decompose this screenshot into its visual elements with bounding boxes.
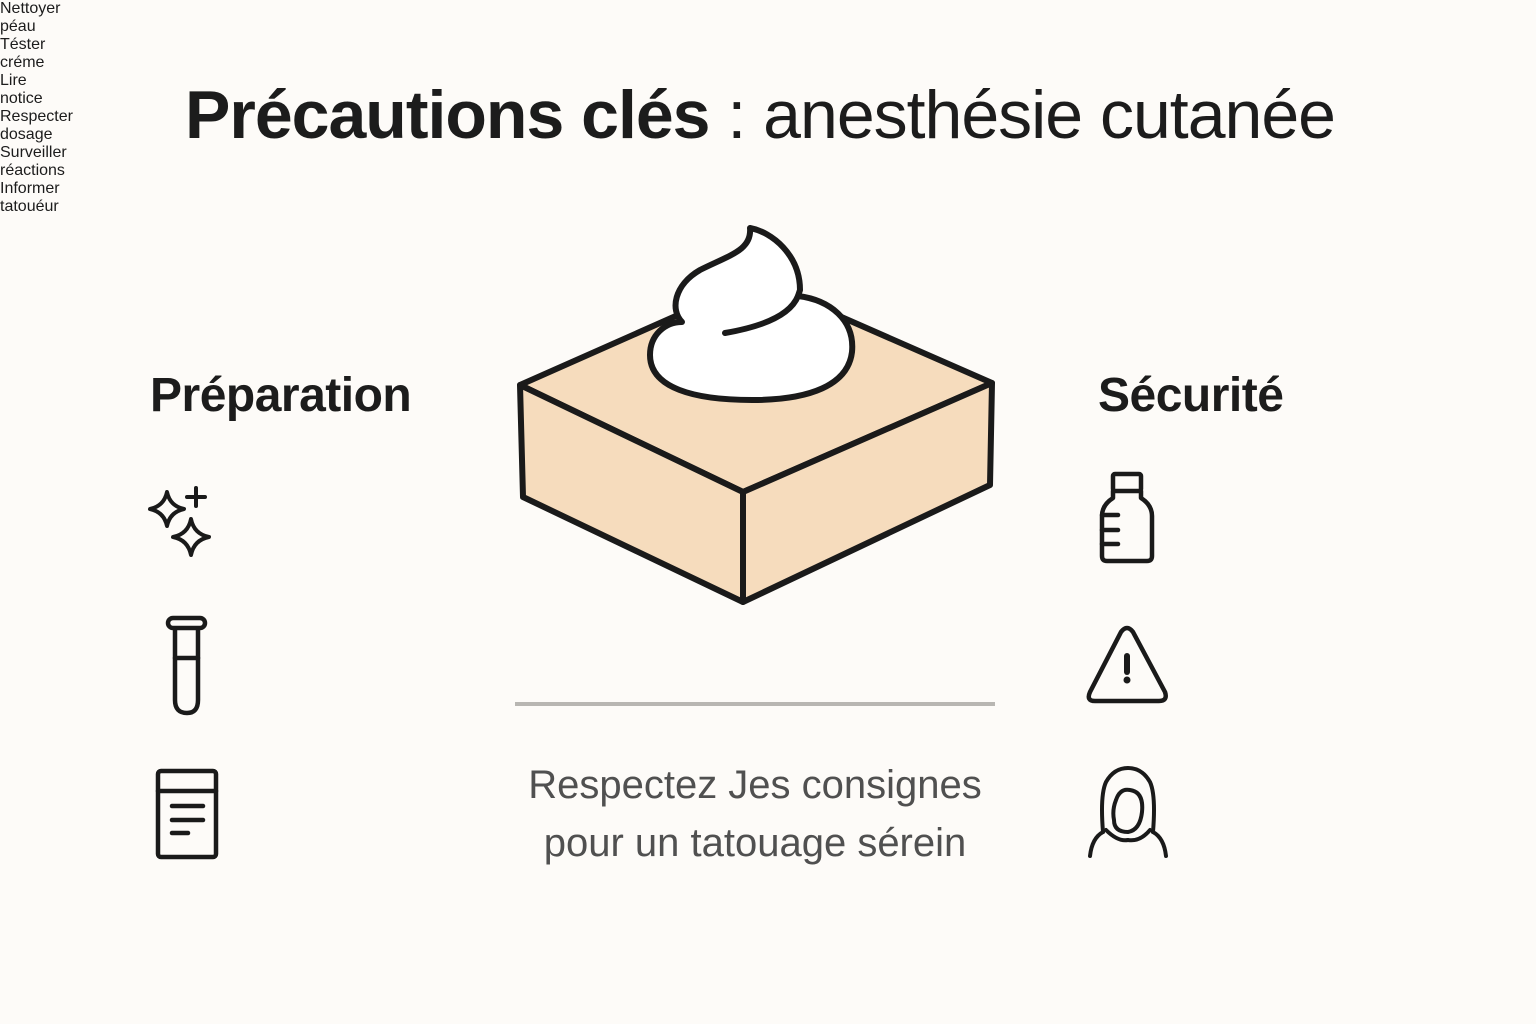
title-bold: Précautions clés <box>185 77 710 153</box>
item-label: Téster créme <box>0 36 46 71</box>
item-label: Respecter dosage <box>0 108 73 143</box>
item-label: Lire notice <box>0 72 43 107</box>
item-label: Informer tatouéur <box>0 180 60 215</box>
preparation-heading: Préparation <box>150 369 412 422</box>
tagline-line2: pour un tatouage sérein <box>543 821 967 865</box>
item-label: Surveiller réactions <box>0 144 67 179</box>
page-title: Précautions clés : anesthésie cutanée <box>0 76 1520 154</box>
item-label: Nettoyer péau <box>0 0 61 35</box>
securite-heading: Sécurité <box>1098 369 1284 422</box>
tagline-line1: Respectez Jes consignes <box>528 763 982 807</box>
title-rest: : anesthésie cutanée <box>709 77 1336 153</box>
tagline: Respectez Jes consignes pour un tatouage… <box>500 756 1010 872</box>
divider <box>515 702 995 706</box>
